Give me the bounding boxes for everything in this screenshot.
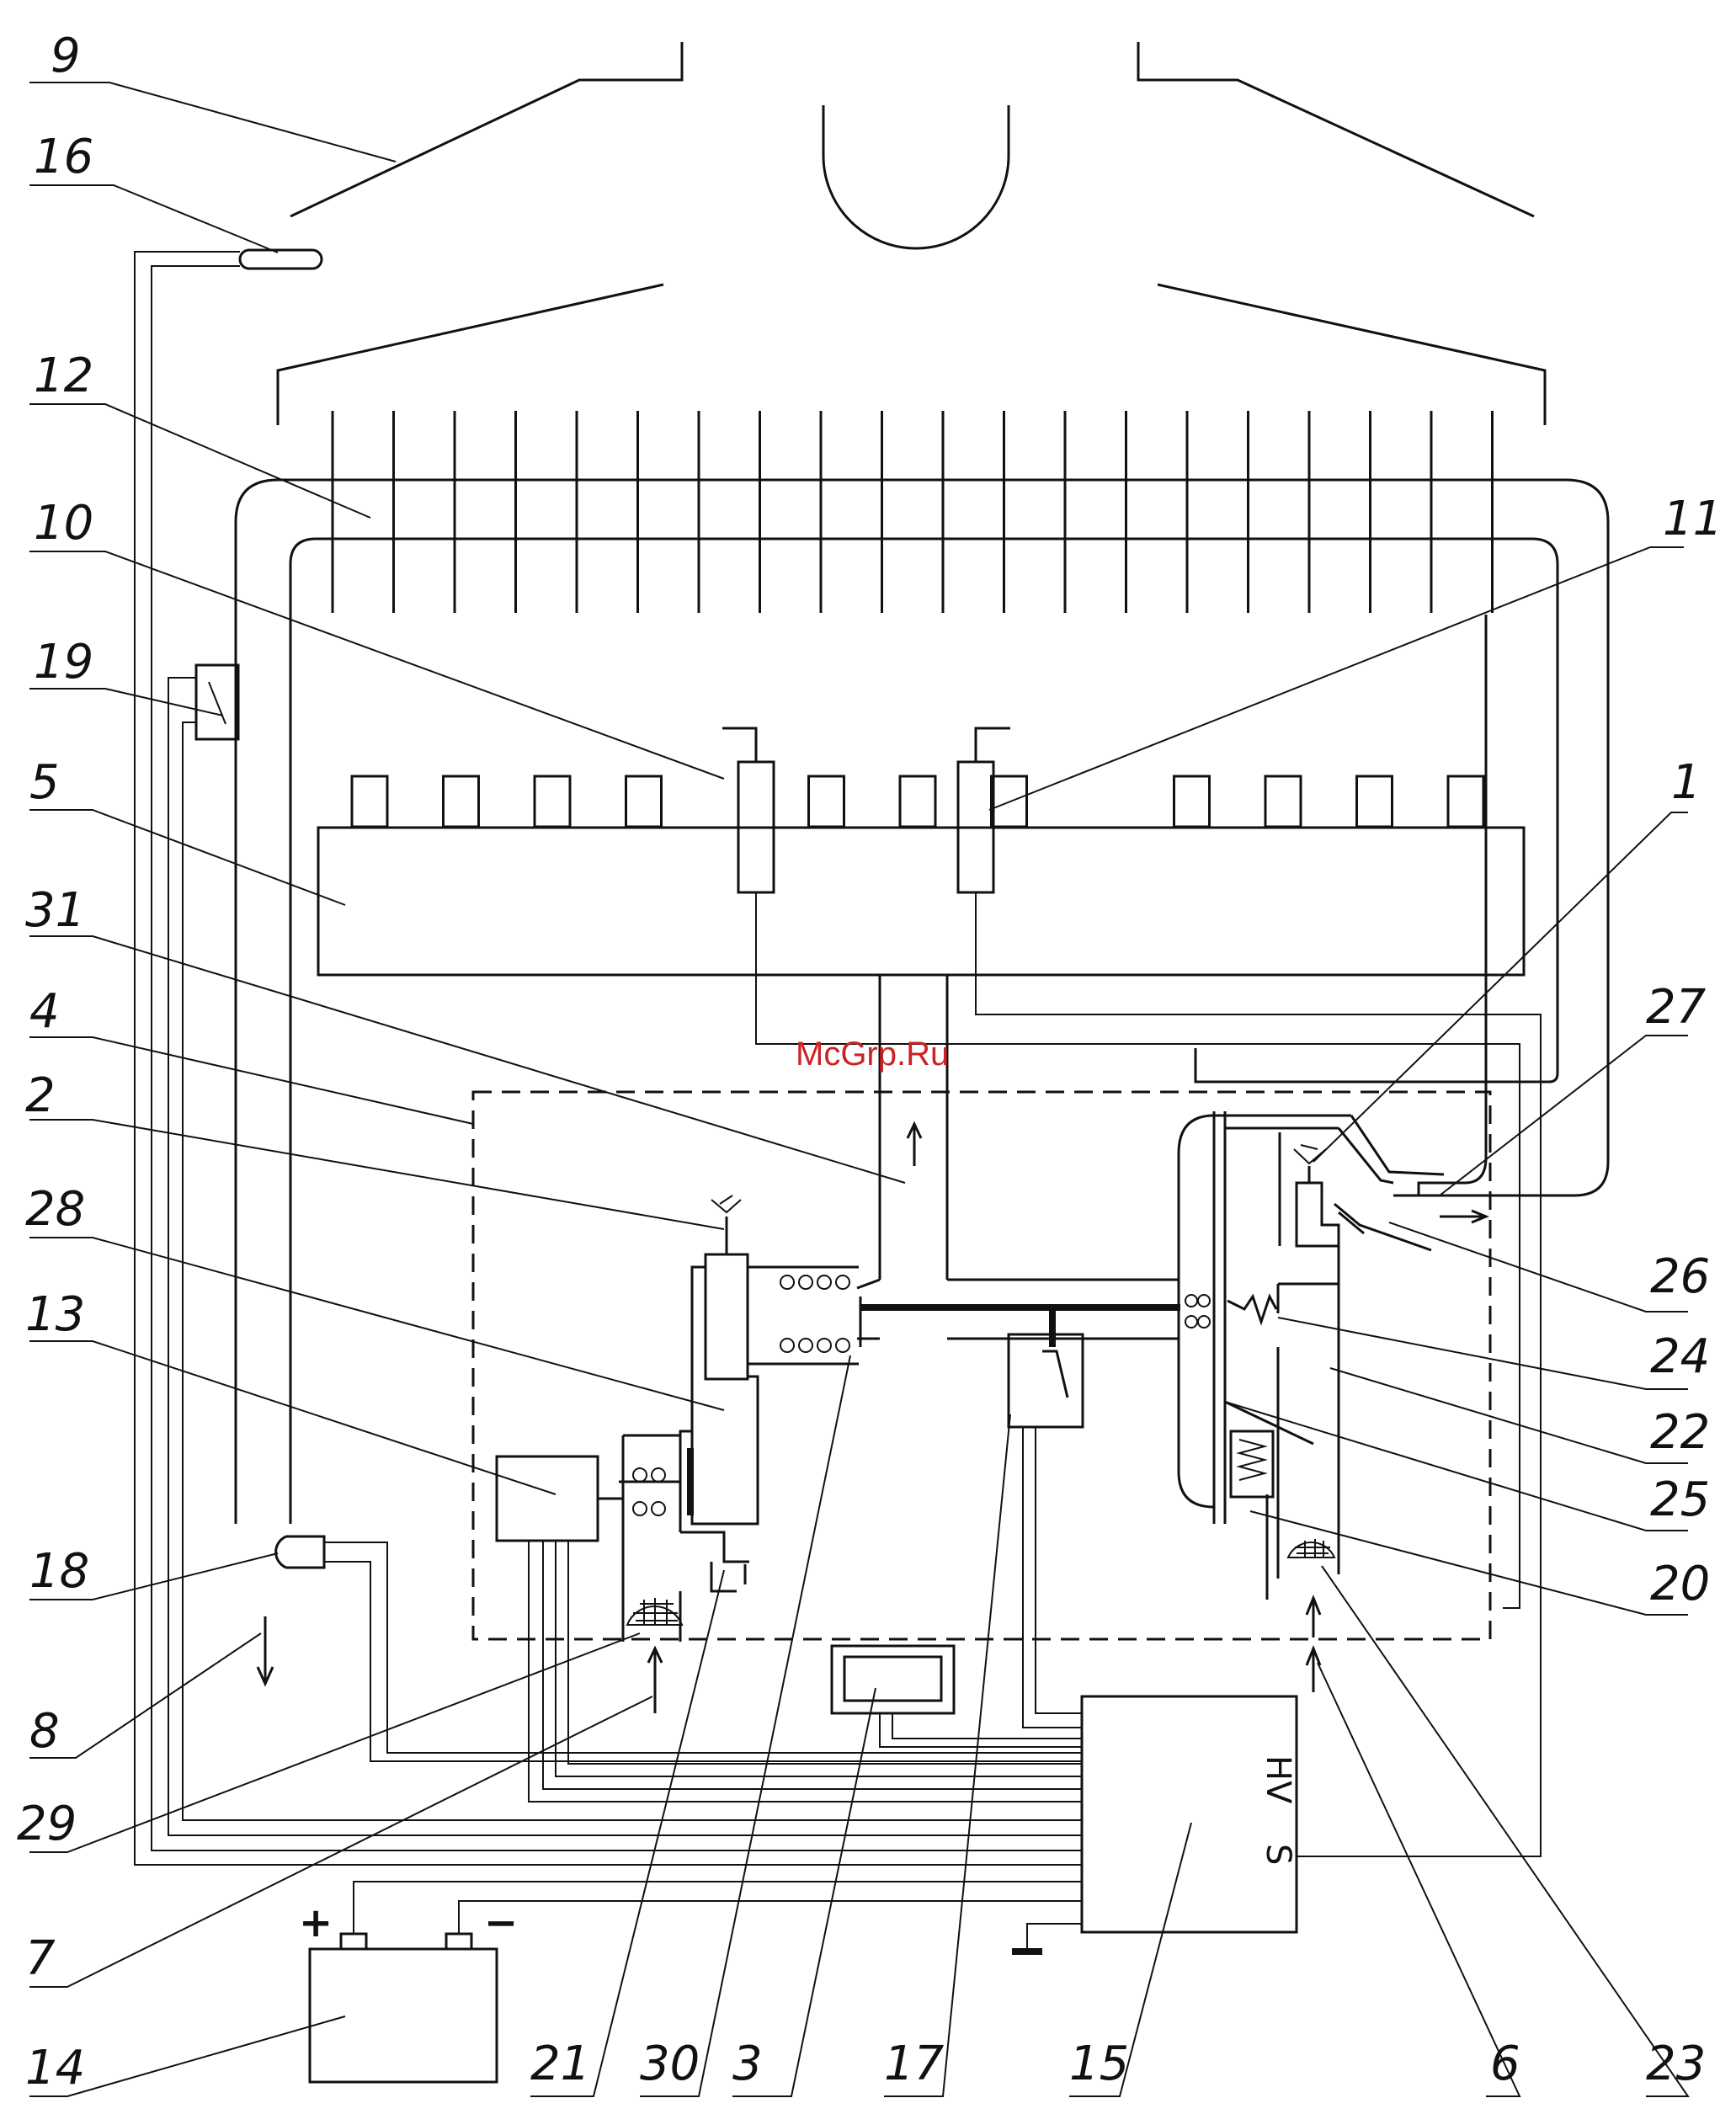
battery-minus-sign: − bbox=[484, 1899, 518, 1946]
callout-leader-16 bbox=[29, 185, 278, 253]
nozzle bbox=[352, 776, 387, 827]
callout-number-5: 5 bbox=[29, 755, 60, 810]
callout-leader-25 bbox=[1225, 1402, 1688, 1531]
watermark: McGrp.Ru bbox=[796, 1036, 949, 1073]
callout-leader-4 bbox=[29, 1037, 473, 1124]
callout-number-8: 8 bbox=[29, 1704, 60, 1759]
callout-number-14: 14 bbox=[25, 2041, 85, 2095]
callout-leader-17 bbox=[884, 1414, 1010, 2096]
flame-sensing-electrode bbox=[958, 728, 1541, 1856]
callout-number-16: 16 bbox=[34, 130, 93, 184]
callout-leader-6 bbox=[1318, 1663, 1520, 2096]
callout-number-30: 30 bbox=[640, 2037, 700, 2091]
callout-number-17: 17 bbox=[884, 2037, 945, 2091]
callout-leader-27 bbox=[1440, 1036, 1688, 1195]
callout-number-12: 12 bbox=[34, 349, 93, 403]
nozzle bbox=[535, 776, 570, 827]
callout-number-29: 29 bbox=[17, 1797, 77, 1851]
control-board: HV S bbox=[1012, 1696, 1297, 1952]
nozzle bbox=[900, 776, 935, 827]
callout-leader-23 bbox=[1322, 1566, 1688, 2096]
callout-number-19: 19 bbox=[34, 635, 93, 690]
heat-exchanger-fins bbox=[333, 411, 1493, 613]
burner bbox=[318, 776, 1524, 975]
temperature-sensor bbox=[258, 1536, 1082, 1761]
callout-number-26: 26 bbox=[1650, 1249, 1710, 1304]
nozzle bbox=[1357, 776, 1393, 827]
callout-number-9: 9 bbox=[51, 29, 81, 83]
callout-number-1: 1 bbox=[1671, 755, 1701, 810]
microswitch bbox=[1009, 1334, 1083, 1728]
callout-number-15: 15 bbox=[1069, 2037, 1129, 2091]
callout-number-11: 11 bbox=[1663, 492, 1723, 546]
heat-exchanger bbox=[236, 411, 1608, 1524]
callout-leader-10 bbox=[29, 551, 724, 779]
ignition-electrode bbox=[722, 728, 1520, 1608]
callout-number-2: 2 bbox=[25, 1068, 56, 1123]
callout-number-24: 24 bbox=[1650, 1329, 1710, 1384]
callout-leader-21 bbox=[530, 1570, 724, 2096]
callout-leader-8 bbox=[29, 1633, 261, 1758]
callout-number-7: 7 bbox=[25, 1931, 56, 1986]
callout-number-22: 22 bbox=[1650, 1405, 1710, 1460]
callout-number-4: 4 bbox=[29, 984, 60, 1039]
callout-number-20: 20 bbox=[1650, 1557, 1710, 1611]
callout-number-28: 28 bbox=[25, 1182, 85, 1237]
callout-number-18: 18 bbox=[29, 1544, 89, 1599]
callout-leader-20 bbox=[1250, 1511, 1688, 1615]
callout-number-27: 27 bbox=[1646, 980, 1707, 1035]
overheat-sensor bbox=[168, 665, 1082, 1835]
callout-leader-30 bbox=[640, 1355, 850, 2096]
callout-number-31: 31 bbox=[25, 883, 85, 938]
nozzle bbox=[626, 776, 662, 827]
burner-nozzles bbox=[352, 776, 1483, 827]
nozzle bbox=[1265, 776, 1301, 827]
main-gas-channel bbox=[880, 975, 947, 1280]
callout-leader-13 bbox=[29, 1341, 556, 1494]
nozzle bbox=[1174, 776, 1210, 827]
callout-number-13: 13 bbox=[25, 1287, 85, 1342]
callout-number-25: 25 bbox=[1650, 1472, 1710, 1527]
callout-number-23: 23 bbox=[1646, 2037, 1706, 2091]
callout-leader-3 bbox=[732, 1688, 876, 2096]
callout-leader-11 bbox=[989, 547, 1684, 810]
solenoid-valve bbox=[692, 1195, 859, 1379]
callout-number-6: 6 bbox=[1490, 2037, 1520, 2091]
battery-plus-sign: + bbox=[299, 1899, 333, 1946]
nozzle bbox=[1448, 776, 1483, 827]
callout-leader-2 bbox=[29, 1120, 724, 1229]
shutoff-valve-body bbox=[619, 1376, 758, 1713]
callout-leader-28 bbox=[29, 1238, 724, 1410]
control-module-13 bbox=[497, 1456, 1082, 1802]
callout-leader-22 bbox=[1330, 1368, 1688, 1463]
callout-number-21: 21 bbox=[530, 2037, 590, 2091]
connecting-channel bbox=[857, 1280, 1180, 1347]
nozzle bbox=[444, 776, 479, 827]
callout-leader-26 bbox=[1389, 1222, 1688, 1312]
hv-terminal-label: HV bbox=[1259, 1755, 1297, 1804]
callout-number-3: 3 bbox=[732, 2037, 763, 2091]
callout-leader-1 bbox=[1313, 812, 1688, 1162]
gas-pressure-regulator bbox=[832, 1646, 1082, 1747]
callout-leader-31 bbox=[29, 936, 905, 1183]
nozzle bbox=[809, 776, 844, 827]
callout-number-10: 10 bbox=[34, 496, 93, 551]
callout-leader-19 bbox=[29, 689, 223, 716]
flue-hood bbox=[278, 42, 1545, 425]
s-terminal-label: S bbox=[1259, 1844, 1297, 1865]
